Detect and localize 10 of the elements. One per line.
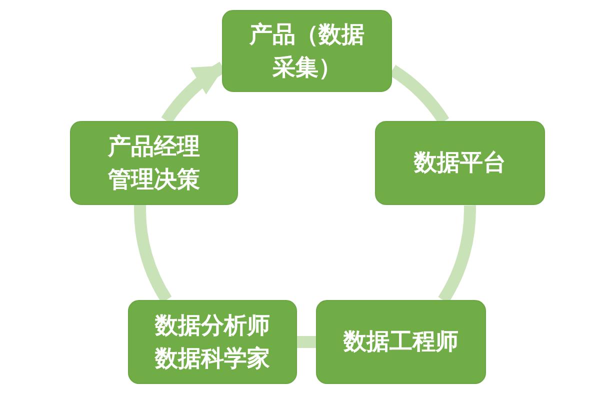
process-box xyxy=(70,121,238,205)
box-label: 数据工程师 xyxy=(344,327,458,356)
process-box xyxy=(222,10,392,92)
process-box xyxy=(375,121,545,205)
box-label: 产品经理管理决策 xyxy=(106,132,201,194)
box-label: 数据平台 xyxy=(414,148,506,178)
box-label: 数据分析师数据科学家 xyxy=(154,310,271,373)
process-box xyxy=(128,300,297,384)
process-box xyxy=(316,300,486,384)
box-label: 产品（数据采集） xyxy=(248,20,366,82)
